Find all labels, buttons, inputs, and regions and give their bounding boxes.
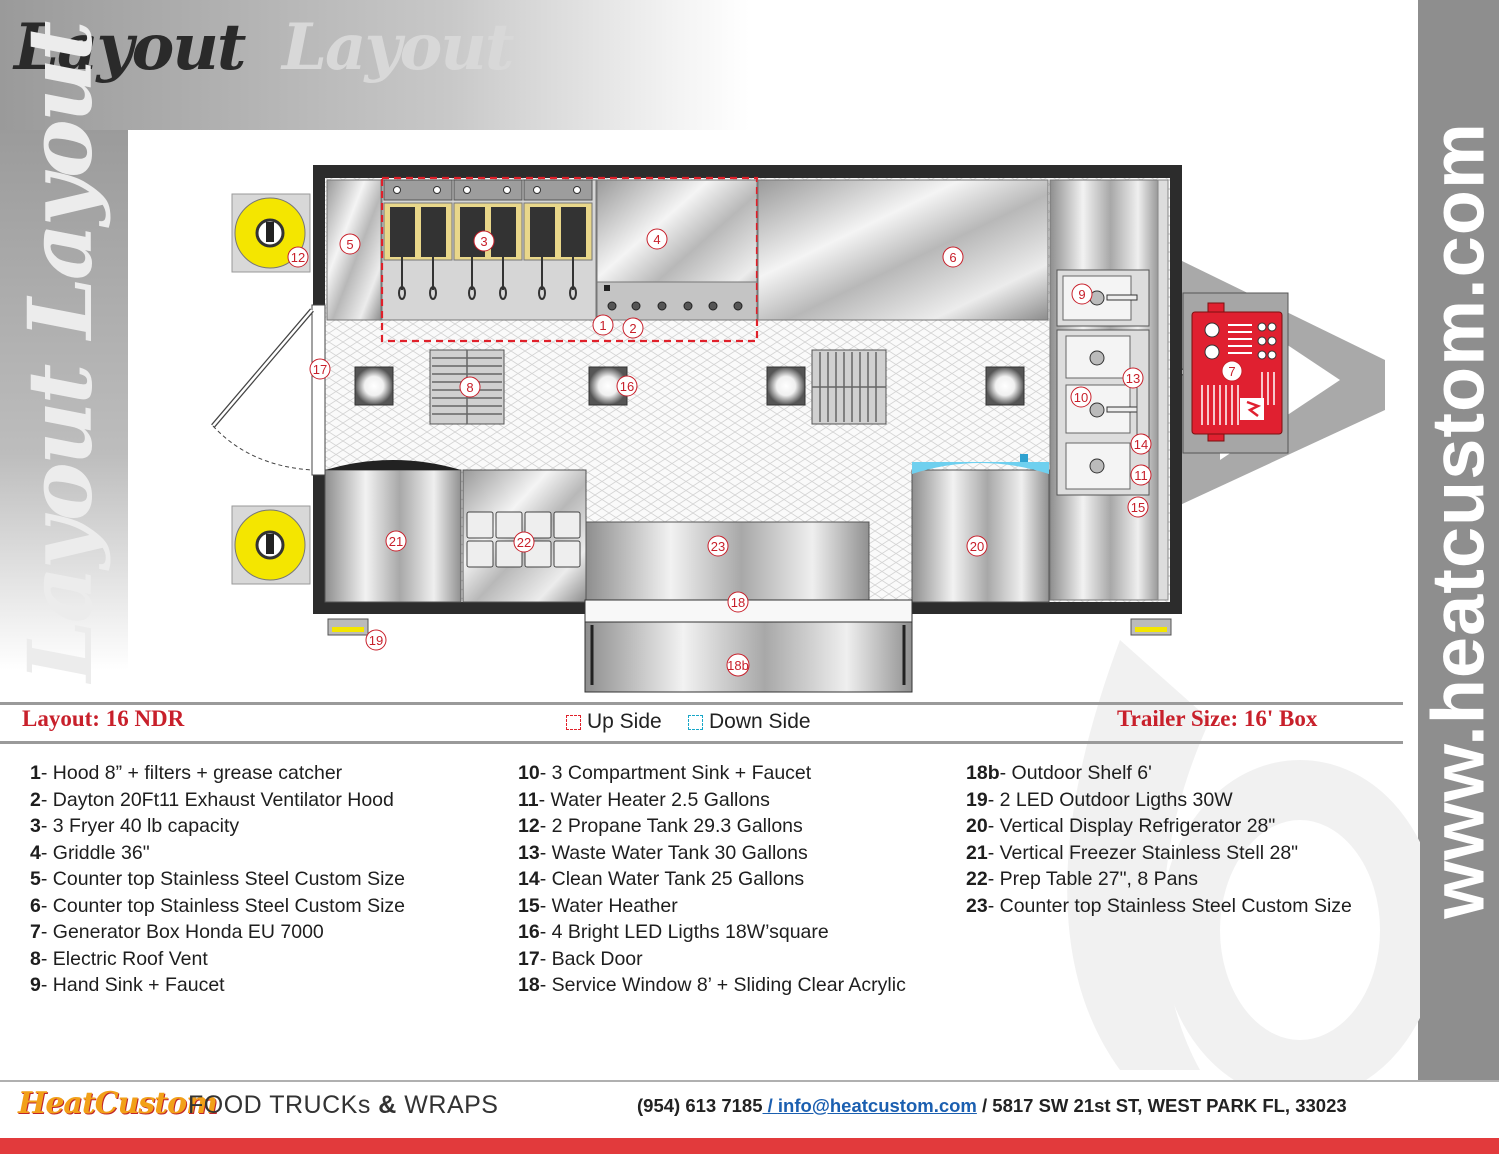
legend-up-side: Up Side <box>566 710 662 734</box>
list-item: 17- Back Door <box>518 947 643 970</box>
legend-down-side: Down Side <box>688 710 811 734</box>
watermark-logo <box>1067 640 1420 1080</box>
marker-14: 14 <box>1134 437 1148 452</box>
dashed-red-box-icon <box>566 714 581 730</box>
list-item: 21- Vertical Freezer Stainless Stell 28" <box>966 841 1299 864</box>
marker-10: 10 <box>1074 390 1088 405</box>
marker-22: 22 <box>517 535 531 550</box>
list-item: 15- Water Heather <box>518 894 678 917</box>
list-item: 8- Electric Roof Vent <box>30 947 208 970</box>
marker-19: 19 <box>369 633 383 648</box>
list-item: 6- Counter top Stainless Steel Custom Si… <box>30 894 406 917</box>
page-title: Layout <box>14 10 246 85</box>
marker-18: 18 <box>731 595 745 610</box>
marker-12: 12 <box>291 250 305 265</box>
list-item: 22- Prep Table 27", 8 Pans <box>966 868 1199 890</box>
marker-8: 8 <box>466 380 473 395</box>
website-url[interactable]: www.heatcustom.com <box>1416 122 1499 919</box>
marker-2: 2 <box>629 321 636 336</box>
list-item: 20- Vertical Display Refrigerator 28" <box>966 815 1276 837</box>
footer <box>0 1080 1499 1142</box>
side-background <box>0 130 128 670</box>
floor-plan-diagram: 1 2 3 4 5 6 7 8 9 10 11 12 13 14 15 16 1… <box>211 165 1385 693</box>
equipment-list-1: 1- Hood 8” + filters + grease catcher 2-… <box>30 760 405 999</box>
trailer-size: Trailer Size: 16' Box <box>1117 706 1318 731</box>
marker-4: 4 <box>653 232 660 247</box>
marker-9: 9 <box>1078 287 1085 302</box>
list-item: 13- Waste Water Tank 30 Gallons <box>518 841 808 864</box>
list-item: 18b- Outdoor Shelf 6' <box>966 762 1152 784</box>
list-item: 1- Hood 8” + filters + grease catcher <box>30 762 343 784</box>
marker-23: 23 <box>711 539 725 554</box>
marker-15: 15 <box>1131 500 1145 515</box>
page-title-shadow: Layout <box>282 10 514 85</box>
list-item: 11- Water Heater 2.5 Gallons <box>518 788 770 811</box>
equipment-list-2: 10- 3 Compartment Sink + Faucet 11- Wate… <box>518 760 906 999</box>
list-item: 5- Counter top Stainless Steel Custom Si… <box>30 868 406 890</box>
equipment-list-3: 18b- Outdoor Shelf 6' 19- 2 LED Outdoor … <box>966 760 1352 919</box>
vertical-title: Layout Layout <box>8 23 112 682</box>
email-link[interactable]: info@heatcustom.com <box>777 1095 977 1116</box>
list-item: 2- Dayton 20Ft11 Exhaust Ventilator Hood <box>30 788 394 811</box>
layout-name: Layout: 16 NDR <box>22 706 185 731</box>
list-item: 14- Clean Water Tank 25 Gallons <box>518 868 805 890</box>
marker-3: 3 <box>480 234 487 249</box>
marker-1: 1 <box>599 318 606 333</box>
list-item: 23- Counter top Stainless Steel Custom S… <box>966 894 1352 917</box>
right-sidebar <box>1418 0 1499 1080</box>
hood-outline <box>380 176 759 343</box>
dashed-blue-box-icon <box>688 714 703 730</box>
legend-down-label: Down Side <box>709 710 811 733</box>
marker-7: 7 <box>1228 364 1235 379</box>
legend-up-label: Up Side <box>587 710 662 733</box>
list-item: 12- 2 Propane Tank 29.3 Gallons <box>518 815 803 837</box>
heatcustom-logo[interactable]: HeatCustom <box>18 1086 218 1121</box>
marker-20: 20 <box>970 539 984 554</box>
list-item: 19- 2 LED Outdoor Ligths 30W <box>966 788 1233 811</box>
list-item: 3- 3 Fryer 40 lb capacity <box>30 815 240 837</box>
marker-21: 21 <box>389 534 403 549</box>
marker-5: 5 <box>346 237 353 252</box>
marker-13: 13 <box>1126 371 1140 386</box>
list-item: 7- Generator Box Honda EU 7000 <box>30 921 324 943</box>
contact-line: (954) 613 7185 / info@heatcustom.com / 5… <box>637 1095 1347 1116</box>
footer-red-bar <box>0 1138 1499 1154</box>
address: 5817 SW 21st ST, WEST PARK FL, 33023 <box>992 1095 1347 1116</box>
list-item: 16- 4 Bright LED Ligths 18W’square <box>518 921 829 943</box>
list-item: 9- Hand Sink + Faucet <box>30 974 225 996</box>
marker-17: 17 <box>313 362 327 377</box>
info-bar <box>0 702 1403 744</box>
list-item: 10- 3 Compartment Sink + Faucet <box>518 762 812 784</box>
phone-number[interactable]: (954) 613 7185 <box>637 1095 763 1116</box>
tagline: FOOD TRUCKs & WRAPS <box>188 1091 499 1119</box>
marker-18b: 18b <box>727 658 749 673</box>
marker-11: 11 <box>1134 468 1148 483</box>
list-item: 18- Service Window 8’ + Sliding Clear Ac… <box>518 974 906 996</box>
header-background <box>0 0 1499 130</box>
marker-16: 16 <box>620 379 634 394</box>
list-item: 4- Griddle 36" <box>30 841 150 864</box>
marker-6: 6 <box>949 250 956 265</box>
